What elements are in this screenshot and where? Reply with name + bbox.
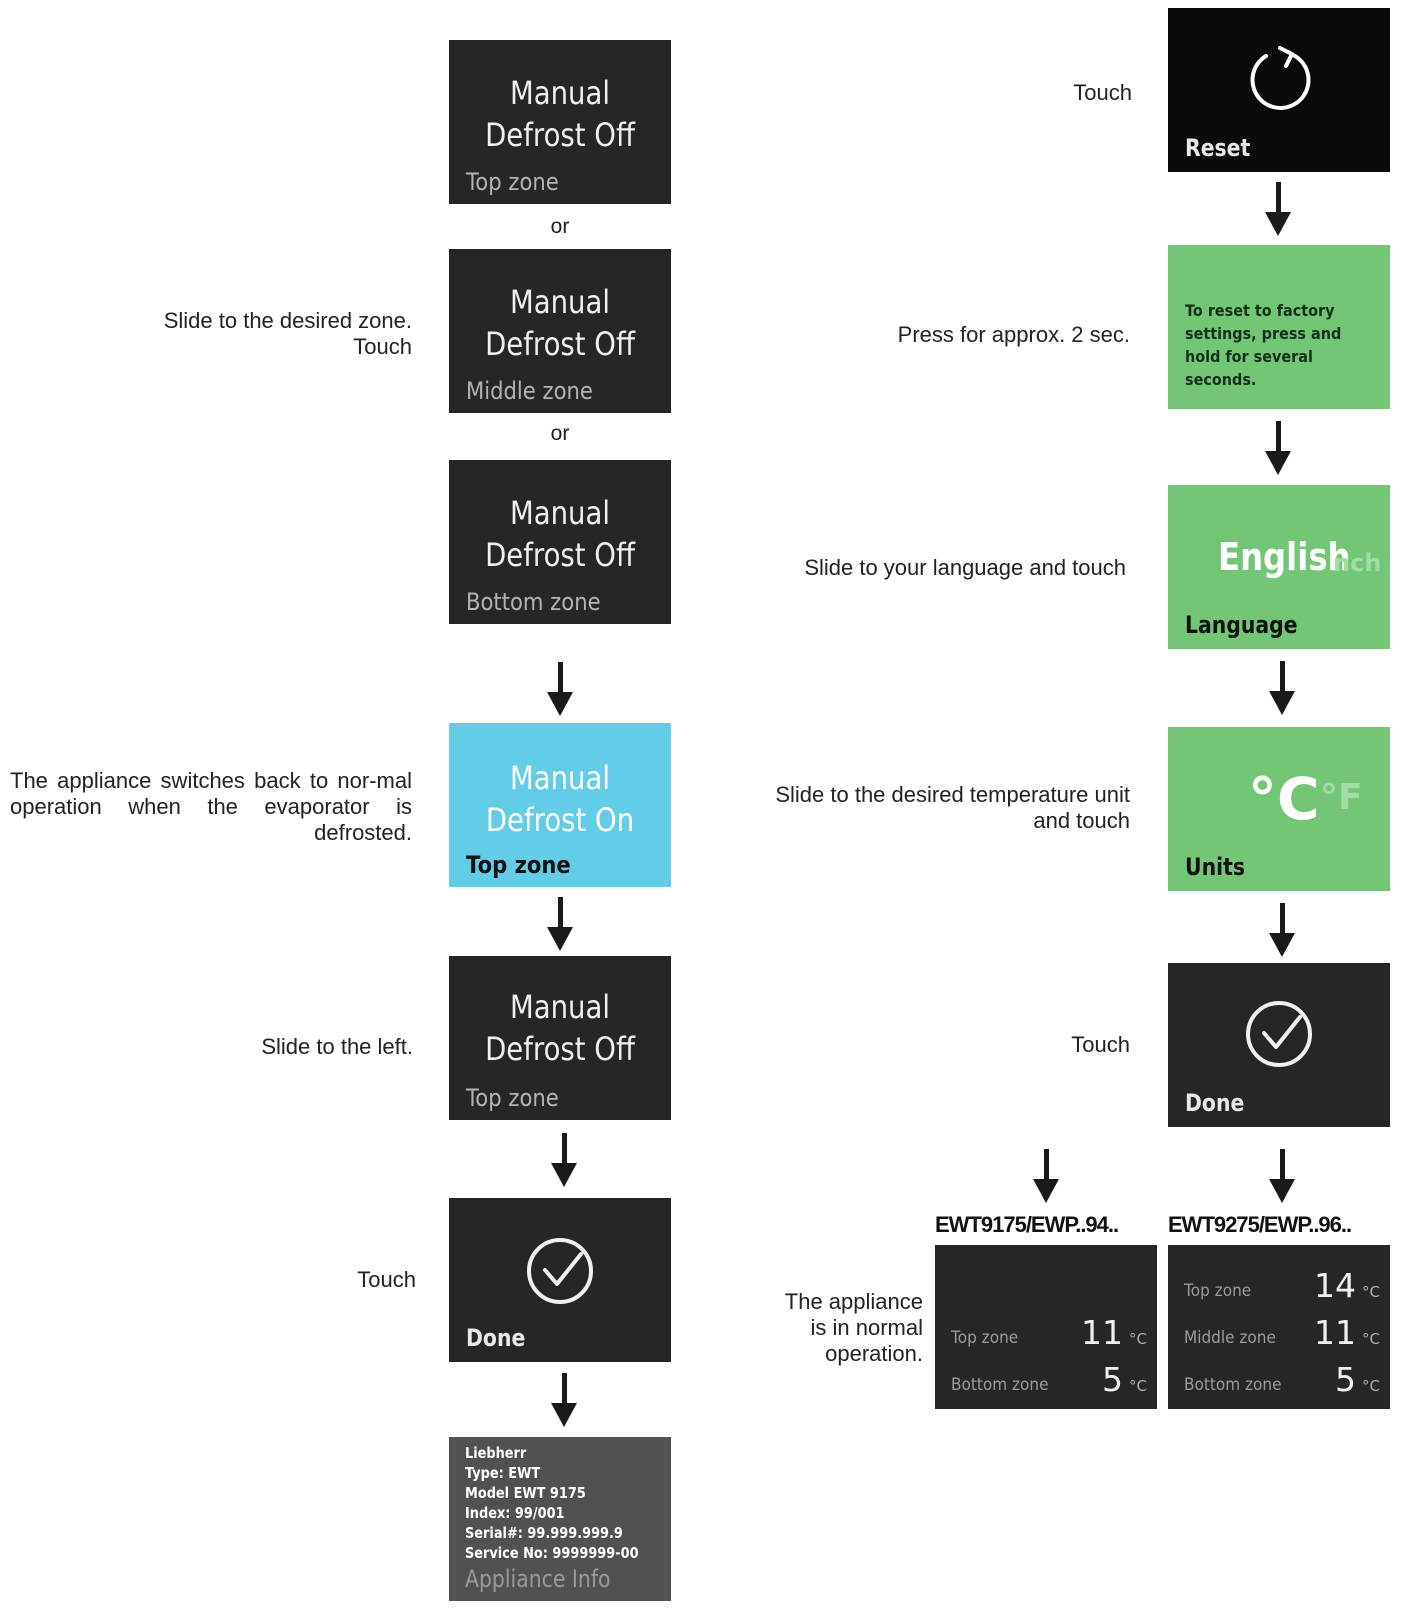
arrow-down-icon [1269, 1149, 1295, 1203]
arrow-down-icon [551, 1373, 577, 1427]
unit-other-option: °F [1320, 777, 1363, 818]
language-label: Language [1185, 611, 1298, 639]
reset-icon [1250, 46, 1311, 110]
reset-touch-caption: Touch [1073, 80, 1132, 105]
status-unit: °C [1129, 1330, 1147, 1348]
status-zone-name: Bottom zone [1184, 1375, 1282, 1395]
status-temperature: 5 [1102, 1360, 1123, 1399]
status-zone-name: Bottom zone [951, 1375, 1049, 1395]
tile-language[interactable]: English nch Language [1168, 485, 1390, 649]
status-zone-name: Top zone [1184, 1281, 1252, 1301]
info-line-model: Model EWT 9175 [465, 1484, 586, 1502]
status-row-bottom: Bottom zone 5 °C [951, 1359, 1147, 1399]
status-temperature: 5 [1335, 1360, 1356, 1399]
tile-title-line2: Defrost Off [485, 1030, 635, 1068]
tile-title-line1: Manual [509, 759, 611, 797]
status-row-top: Top zone 14 °C [1184, 1265, 1380, 1305]
tile-zone-label: Bottom zone [466, 588, 601, 616]
tile-status-9175[interactable]: Top zone 11 °C Bottom zone 5 °C [935, 1245, 1157, 1409]
checkmark-circle-icon [527, 1238, 593, 1304]
status-zone-name: Middle zone [1184, 1328, 1276, 1348]
status-unit: °C [1362, 1283, 1380, 1301]
checkmark-circle-icon [1246, 1001, 1312, 1067]
tile-title-line2: Defrost Off [485, 325, 635, 363]
unit-selected: °C [1248, 765, 1320, 833]
tile-defrost-off-bottom[interactable]: Manual Defrost Off Bottom zone [449, 460, 671, 624]
done-label: Done [1185, 1089, 1245, 1117]
appliance-info-title: Appliance Info [465, 1565, 611, 1593]
zone-select-caption: Slide to the desired zone. Touch [163, 308, 412, 359]
arrow-down-icon [1033, 1149, 1059, 1203]
tile-title-line2: Defrost On [485, 801, 635, 839]
tile-status-9275[interactable]: Top zone 14 °C Middle zone 11 °C Bottom … [1168, 1245, 1390, 1409]
info-line-index: Index: 99/001 [465, 1504, 565, 1522]
arrow-down-icon [1265, 182, 1291, 236]
slide-left-caption: Slide to the left. [261, 1034, 413, 1059]
reset-label: Reset [1185, 134, 1251, 162]
info-line-type: Type: EWT [465, 1464, 541, 1482]
model-label-9275: EWT9275/EWP..96.. [1168, 1212, 1352, 1237]
arrow-down-icon [551, 1133, 577, 1187]
status-unit: °C [1362, 1377, 1380, 1395]
status-unit: °C [1129, 1377, 1147, 1395]
tile-zone-label: Top zone [466, 851, 571, 879]
tile-reset[interactable]: Reset [1168, 8, 1390, 172]
tile-title-line1: Manual [509, 988, 611, 1026]
arrow-down-icon [1269, 903, 1295, 957]
tile-zone-label: Top zone [466, 168, 559, 196]
done-touch-caption: Touch [1071, 1032, 1130, 1057]
arrow-down-icon [1265, 421, 1291, 475]
tile-appliance-info[interactable]: Liebherr Type: EWT Model EWT 9175 Index:… [449, 1437, 671, 1601]
arrow-down-icon [547, 897, 573, 951]
model-label-9175: EWT9175/EWP..94.. [935, 1212, 1119, 1237]
units-label: Units [1185, 853, 1245, 881]
status-temperature: 14 [1314, 1266, 1356, 1305]
tile-title-line1: Manual [509, 283, 611, 321]
status-row-middle: Middle zone 11 °C [1184, 1312, 1380, 1352]
units-caption: Slide to the desired temperature unit an… [775, 782, 1130, 833]
tile-zone-label: Top zone [466, 1084, 559, 1112]
status-row-top: Top zone 11 °C [951, 1312, 1147, 1352]
done-touch-caption: Touch [357, 1267, 416, 1292]
language-selected: English [1218, 535, 1351, 579]
status-unit: °C [1362, 1330, 1380, 1348]
language-caption: Slide to your language and touch [804, 555, 1126, 580]
language-next-option: nch [1333, 549, 1382, 577]
arrow-down-icon [547, 662, 573, 716]
tile-title-line1: Manual [509, 494, 611, 532]
info-line-brand: Liebherr [465, 1444, 527, 1462]
tile-defrost-off-middle[interactable]: Manual Defrost Off Middle zone [449, 249, 671, 413]
info-line-service: Service No: 9999999-00 [465, 1544, 639, 1562]
status-zone-name: Top zone [951, 1328, 1019, 1348]
defrost-on-caption: The appliance switches back to nor-mal o… [10, 768, 412, 845]
tile-defrost-off-top-after[interactable]: Manual Defrost Off Top zone [449, 956, 671, 1120]
tile-defrost-off-top[interactable]: Manual Defrost Off Top zone [449, 40, 671, 204]
or-label-2: or [550, 422, 570, 445]
appliance-info-lines: Liebherr Type: EWT Model EWT 9175 Index:… [465, 1443, 654, 1563]
tile-defrost-on-top[interactable]: Manual Defrost On Top zone [449, 723, 671, 887]
done-label: Done [466, 1324, 526, 1352]
tile-done-left[interactable]: Done [449, 1198, 671, 1362]
status-row-bottom: Bottom zone 5 °C [1184, 1359, 1380, 1399]
tile-units[interactable]: °C °F Units [1168, 727, 1390, 891]
tile-title-line2: Defrost Off [485, 116, 635, 154]
tile-title-line1: Manual [509, 74, 611, 112]
arrow-down-icon [1269, 661, 1295, 715]
normal-operation-caption: The appliance is in normal operation. [784, 1289, 923, 1366]
tile-title-line2: Defrost Off [485, 536, 635, 574]
or-label-1: or [550, 215, 570, 238]
status-temperature: 11 [1314, 1313, 1356, 1352]
factory-reset-instruction: To reset to factory settings, press and … [1185, 301, 1342, 389]
tile-zone-label: Middle zone [466, 377, 593, 405]
tile-factory-reset-confirm[interactable]: To reset to factory settings, press and … [1168, 245, 1390, 409]
press-duration-caption: Press for approx. 2 sec. [897, 322, 1130, 347]
tile-done-right[interactable]: Done [1168, 963, 1390, 1127]
info-line-serial: Serial#: 99.999.999.9 [465, 1524, 623, 1542]
status-temperature: 11 [1081, 1313, 1123, 1352]
